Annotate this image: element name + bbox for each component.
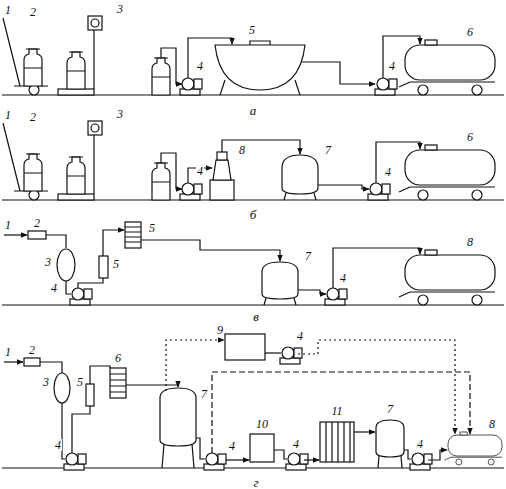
row-letter: б	[249, 208, 258, 221]
callout-number: 8	[488, 418, 496, 430]
callout-number: 5	[248, 24, 256, 36]
callout-number: 4	[388, 60, 396, 72]
callout-number: 1	[4, 219, 12, 231]
callout-number: 4	[228, 440, 236, 452]
callout-number: 5	[112, 258, 120, 270]
callout-number: 1	[4, 346, 12, 358]
row-b-equipment	[3, 121, 495, 200]
row-letter: г	[252, 476, 259, 489]
callout-number: 4	[196, 165, 204, 177]
callout-number: 7	[304, 250, 312, 262]
callout-number: 8	[466, 236, 474, 248]
callout-number: 1	[4, 4, 12, 16]
callout-number: 2	[33, 217, 41, 229]
row-a-equipment	[3, 16, 495, 95]
callout-number: 4	[292, 438, 300, 450]
callout-number: 3	[44, 256, 52, 268]
callout-number: 8	[238, 144, 246, 156]
callout-number: 7	[386, 403, 394, 415]
callout-number: 4	[50, 282, 58, 294]
row-d-equipment	[4, 334, 502, 470]
callout-number: 1	[4, 109, 12, 121]
callout-number: 4	[416, 438, 424, 450]
callout-number: 6	[114, 352, 122, 364]
callout-number: 3	[116, 108, 124, 120]
row-c-equipment	[4, 222, 495, 305]
callout-number: 7	[324, 144, 332, 156]
callout-number: 3	[116, 3, 124, 15]
callout-number: 10	[255, 418, 269, 430]
callout-number: 9	[216, 324, 224, 336]
callout-number: 2	[28, 344, 36, 356]
callout-number: 4	[384, 166, 392, 178]
callout-number: 6	[466, 131, 474, 143]
callout-number: 4	[54, 439, 62, 451]
row-letter: в	[252, 310, 260, 323]
callout-number: 6	[466, 26, 474, 38]
callout-number: 2	[29, 6, 37, 18]
callout-number: 5	[148, 222, 156, 234]
callout-number: 11	[330, 405, 343, 417]
callout-number: 3	[42, 376, 50, 388]
callout-number: 5	[76, 376, 84, 388]
callout-number: 4	[196, 60, 204, 72]
callout-number: 2	[29, 111, 37, 123]
callout-number: 4	[296, 330, 304, 342]
callout-number: 4	[339, 272, 347, 284]
callout-number: 7	[200, 388, 208, 400]
row-letter: а	[249, 104, 258, 117]
ground-line	[2, 95, 504, 468]
